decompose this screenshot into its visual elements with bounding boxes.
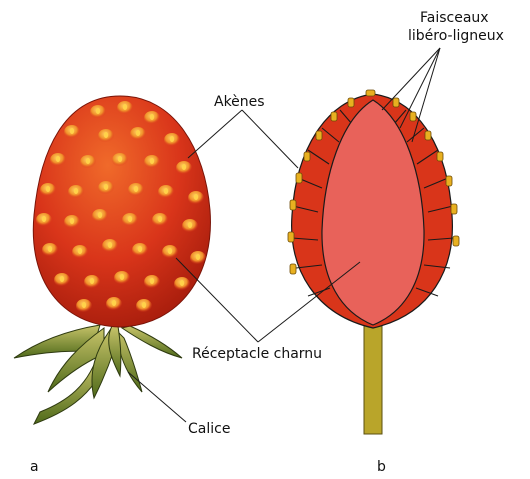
achene-core (164, 188, 168, 194)
leader-akenes-right (242, 110, 298, 168)
label-panel-b: b (377, 459, 386, 475)
achene-core (142, 302, 146, 308)
achene-core (188, 222, 192, 228)
achene-core (136, 130, 140, 136)
achene-core (46, 186, 50, 192)
label-calice: Calice (188, 421, 230, 437)
label-faisceaux-line2: libéro-ligneux (408, 28, 504, 44)
achene-core (170, 136, 174, 142)
label-faisceaux-line1: Faisceaux (420, 10, 489, 26)
achene-core (104, 132, 108, 138)
achene-core (70, 218, 74, 224)
achene-core (123, 104, 127, 110)
achene-core (70, 128, 74, 134)
achene-core (168, 248, 172, 254)
achene-core (138, 246, 142, 252)
achene-core (90, 278, 94, 284)
calyx (14, 325, 182, 398)
achene-core (120, 274, 124, 280)
achene-core (118, 156, 122, 162)
achene-core (150, 114, 154, 120)
achene-core (42, 216, 46, 222)
achene-core (182, 164, 186, 170)
label-akenes: Akènes (214, 94, 265, 110)
achene-core (56, 156, 60, 162)
leader-akenes-left (188, 110, 242, 158)
leader-receptacle-left (176, 258, 258, 342)
achene-core (194, 194, 198, 200)
achene-core (158, 216, 162, 222)
leader-calice (128, 372, 186, 422)
achene-core (86, 158, 90, 164)
achene-core (134, 186, 138, 192)
whole-strawberry (14, 96, 210, 424)
achene-core (150, 158, 154, 164)
achene-core (78, 248, 82, 254)
achene-core (180, 280, 184, 286)
achene-core (108, 242, 112, 248)
strawberry-body (33, 96, 210, 327)
label-panel-a: a (30, 459, 39, 475)
achene-core (196, 254, 200, 260)
achene-core (112, 300, 116, 306)
achene-core (128, 216, 132, 222)
achene-core (98, 212, 102, 218)
achene-core (74, 188, 78, 194)
leader-faisceaux-1 (382, 48, 440, 110)
achene-core (150, 278, 154, 284)
strawberry-section (288, 90, 459, 434)
achene-core (104, 184, 108, 190)
achene-core (48, 246, 52, 252)
achene-core (96, 108, 100, 114)
achene-core (82, 302, 86, 308)
strawberry-stem-b (364, 322, 382, 434)
achene-core (60, 276, 64, 282)
label-receptacle: Réceptacle charnu (192, 346, 322, 362)
